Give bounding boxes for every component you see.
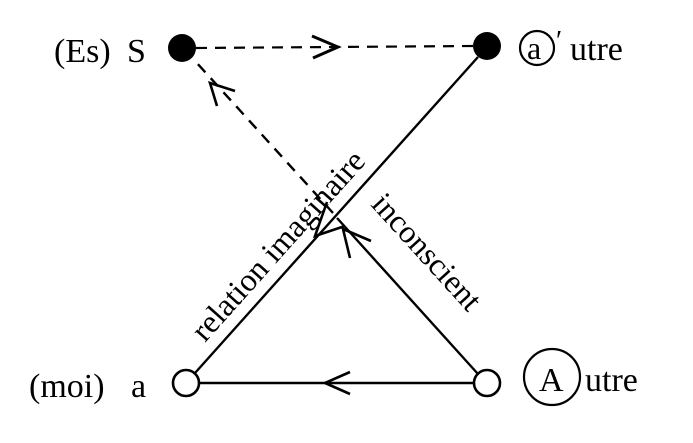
label-apostrophe: ′ — [556, 26, 562, 57]
label-autre-suffix: utre — [570, 31, 623, 68]
arrowhead-dashed-to-S — [208, 81, 236, 107]
arrowhead-autre-to-moi — [312, 201, 346, 239]
circled-A-ring — [522, 347, 582, 407]
node-A — [472, 368, 502, 398]
edge-crossing-to-S — [195, 61, 334, 214]
label-relation-imaginaire: relation imaginaire — [183, 143, 372, 348]
node-moi — [171, 368, 201, 398]
arrowhead-A-to-S — [341, 226, 372, 259]
label-S: S — [127, 33, 146, 70]
circled-a-ring — [518, 29, 556, 67]
edge-autre-to-moi — [194, 56, 479, 374]
label-moi-a: a — [131, 368, 146, 405]
label-inconscient: inconscient — [365, 185, 490, 317]
label-moi: (moi) — [29, 368, 105, 405]
label-circled-a: a — [527, 30, 541, 66]
node-S — [168, 34, 196, 62]
label-circled-A: A — [539, 362, 564, 399]
edge-A-to-crossing — [336, 217, 479, 375]
node-autre-small — [473, 32, 501, 60]
label-Autre-suffix: utre — [585, 362, 638, 399]
label-es: (Es) — [54, 33, 111, 70]
arrowhead-s-to-autre — [311, 34, 342, 60]
arrowhead-A-to-moi — [321, 370, 351, 396]
